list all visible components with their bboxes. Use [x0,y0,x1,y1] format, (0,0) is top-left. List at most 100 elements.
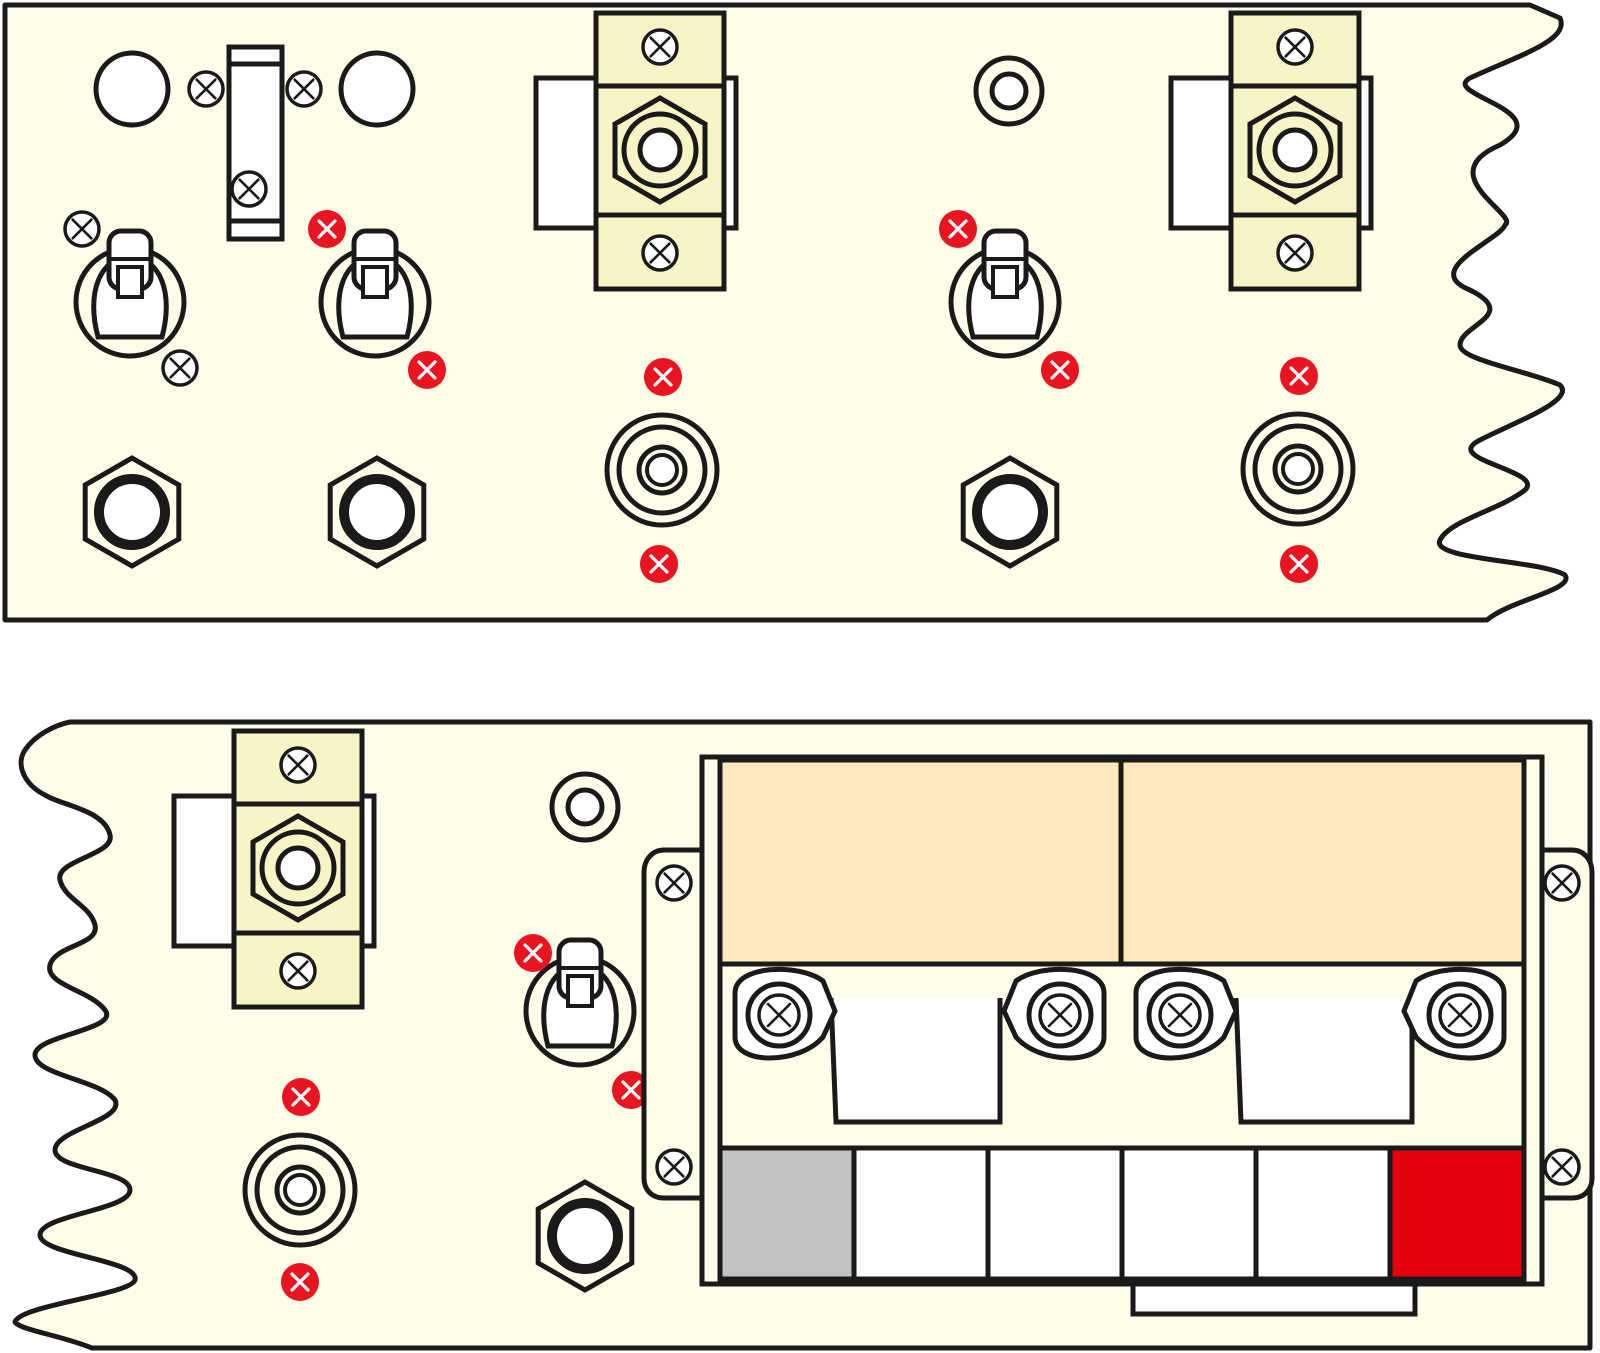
red-screw-icon [644,358,682,396]
screw-icon [1543,864,1581,902]
lens [283,1173,317,1207]
screw-cross [653,367,673,387]
red-screw-icon [308,210,346,248]
toggle-lever-neck [566,974,594,1008]
screw-cross [290,1272,310,1292]
screw-cross [293,78,315,100]
screw-cross [317,219,337,239]
screw-cross [1050,360,1070,380]
screw-cross [169,357,191,379]
lens [1281,452,1315,486]
ring-inner [989,71,1029,111]
ring-inner [565,787,605,827]
screw-cross [1284,36,1306,58]
led-holder-icon [242,1132,358,1248]
screw-cross [195,78,217,100]
screw-icon [279,952,317,990]
mounting-hole [93,50,171,128]
toggle-switch-icon [73,228,187,359]
toggle-switch-icon [948,228,1062,359]
led-holder-icon [1240,411,1356,527]
potentiometer-icon [533,10,739,292]
screw-cross [663,872,685,894]
pot-shaft [637,127,683,173]
marker-cell-white [985,1145,1125,1282]
marker-cell-gray [717,1145,857,1282]
screw-cross [621,1080,641,1100]
screw-icon [757,993,801,1037]
red-screw-icon [1280,357,1318,395]
jack-socket-icon [535,1179,635,1293]
marker-cell-white [1119,1145,1259,1282]
red-screw-icon [282,1078,320,1116]
marker-cell-red [1387,1145,1527,1282]
indicator-ring-icon [549,771,621,843]
screw-cross [1447,1002,1473,1028]
terminal-block [641,754,1595,1317]
jack-bore [94,474,170,550]
mounting-hole [338,50,416,128]
parts-layer [63,10,1595,1317]
red-screw-icon [1280,545,1318,583]
screw-cross [1551,872,1573,894]
screw-icon [63,210,101,248]
lens [645,453,679,487]
bracket-lines [1231,83,1359,218]
screw-icon [641,234,679,272]
toggle-lever-neck [361,265,389,299]
red-screw-icon [939,210,977,248]
terminal-cover-left [717,757,1124,967]
toggle-lever-neck [991,265,1019,299]
jack-bore [972,474,1048,550]
marker-cell-white [851,1145,991,1282]
screw-cross [523,943,543,963]
potentiometer-icon [1168,10,1374,292]
wire-tab-right [1233,997,1415,1125]
toggle-switch-icon [523,937,637,1068]
toggle-switch-icon [318,228,432,359]
screw-icon [279,746,317,784]
screw-icon [1276,28,1314,66]
screw-icon [285,70,323,108]
screw-cross [766,1002,792,1028]
terminal-ear-left [641,847,705,1201]
screw-icon [641,28,679,66]
marker-cell-white [1253,1145,1393,1282]
screw-cross [1289,366,1309,386]
red-screw-icon [640,545,678,583]
screw-cross [238,178,260,200]
bracket-lines [234,801,362,936]
jack-socket-icon [82,455,182,569]
screw-cross [71,218,93,240]
screw-cross [649,242,671,264]
screw-icon [655,864,693,902]
screw-icon [161,349,199,387]
screw-icon [655,1148,693,1186]
slide-lines [229,61,282,224]
screw-cross [291,1087,311,1107]
indicator-ring-icon [973,55,1045,127]
jack-socket-icon [327,455,427,569]
screw-cross [1047,1002,1073,1028]
screw-cross [1289,554,1309,574]
terminal-cover-right [1118,757,1527,967]
red-screw-icon [1041,351,1079,389]
screw-cross [1551,1156,1573,1178]
screw-cross [287,960,309,982]
wire-tab-left [828,997,1003,1125]
screw-cross [287,754,309,776]
screw-cross [663,1156,685,1178]
screw-cross [1284,242,1306,264]
slide-body [226,44,285,242]
jack-bore [339,474,415,550]
led-holder-icon [604,412,720,528]
screw-icon [1543,1148,1581,1186]
pot-shaft [1272,127,1318,173]
toggle-lever-neck [116,265,144,299]
screw-cross [417,360,437,380]
red-screw-icon [514,934,552,972]
jack-socket-icon [960,455,1060,569]
slide-switch-icon [226,44,285,242]
red-screw-icon [281,1263,319,1301]
